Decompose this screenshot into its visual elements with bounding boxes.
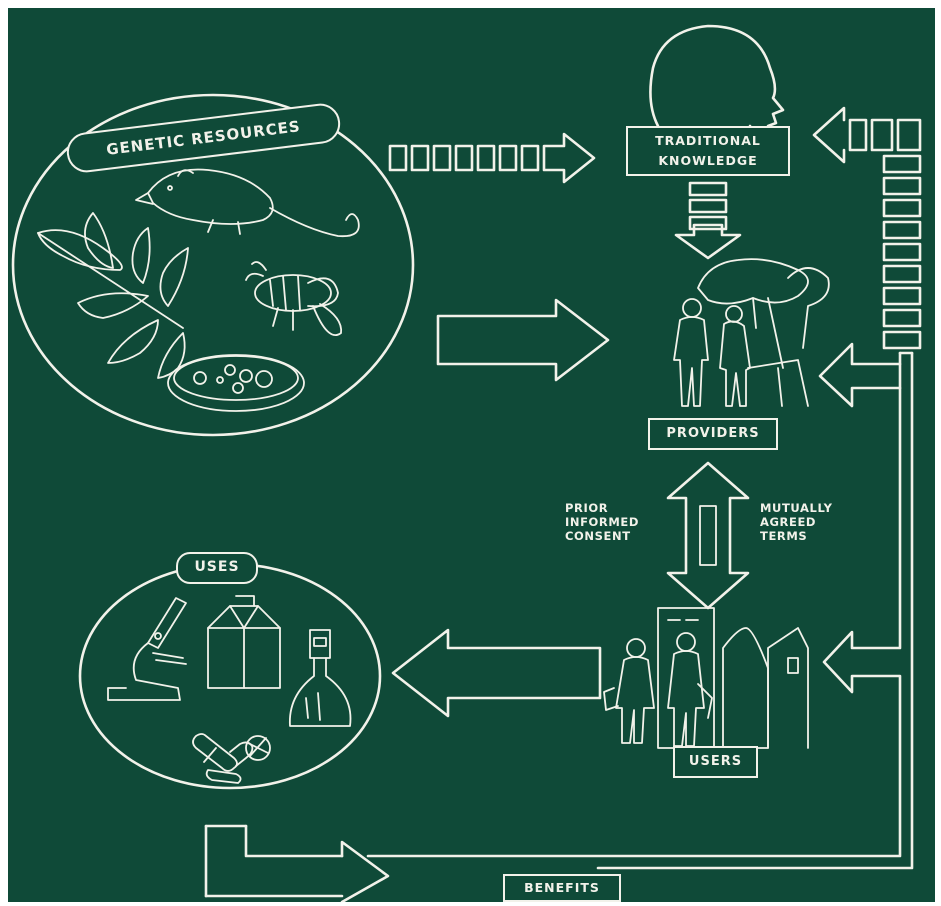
benefits-arrow [204,824,390,902]
pills-icon [192,733,271,784]
rat-icon [135,168,360,238]
consent-line-3: CONSENT [565,529,631,543]
terms-line-3: TERMS [760,529,808,543]
benefits-label: BENEFITS [503,874,621,902]
diagram-drawing [11,24,922,902]
chalkboard: GENETIC RESOURCES TRADITIONAL KNOWLEDGE … [8,8,935,902]
spray-bottle-icon [289,629,352,727]
mutually-agreed-terms-text: MUTUALLY AGREED TERMS [760,501,833,543]
users-text: USERS [688,754,743,769]
providers-people-icon [673,258,830,407]
right-dashed-column [812,106,922,350]
users-label: USERS [673,746,758,778]
providers-label: PROVIDERS [648,418,778,450]
prior-informed-consent-text: PRIOR INFORMED CONSENT [565,501,639,543]
traditional-knowledge-text-line1: TRADITIONAL [655,133,761,148]
benefits-return-line [366,342,914,870]
leaf-branch-icon [37,212,189,379]
users-people-city-icon [603,607,809,749]
genetic-to-knowledge-dashed-arrow [388,132,596,184]
genetic-resources-circle [11,93,415,437]
benefits-text: BENEFITS [524,880,600,895]
consent-terms-double-arrow [666,461,750,610]
users-to-uses-arrow [391,628,602,718]
terms-line-2: AGREED [760,515,817,529]
traditional-knowledge-text-line2: KNOWLEDGE [658,153,758,168]
double-arrow-inner [699,505,717,566]
microscope-icon [107,597,187,701]
petri-dish-icon [167,354,305,412]
terms-line-1: MUTUALLY [760,501,833,515]
carton-icon [207,595,281,689]
traditional-knowledge-label: TRADITIONAL KNOWLEDGE [626,126,790,176]
uses-text: USES [194,559,240,575]
head-icon [649,24,785,135]
genetic-to-providers-arrow [436,298,610,382]
uses-label: USES [176,552,258,584]
providers-text: PROVIDERS [666,426,760,441]
consent-line-1: PRIOR [565,501,609,515]
bee-icon [245,261,343,336]
knowledge-to-providers-dashed-arrow [674,181,742,260]
consent-line-2: INFORMED [565,515,640,529]
